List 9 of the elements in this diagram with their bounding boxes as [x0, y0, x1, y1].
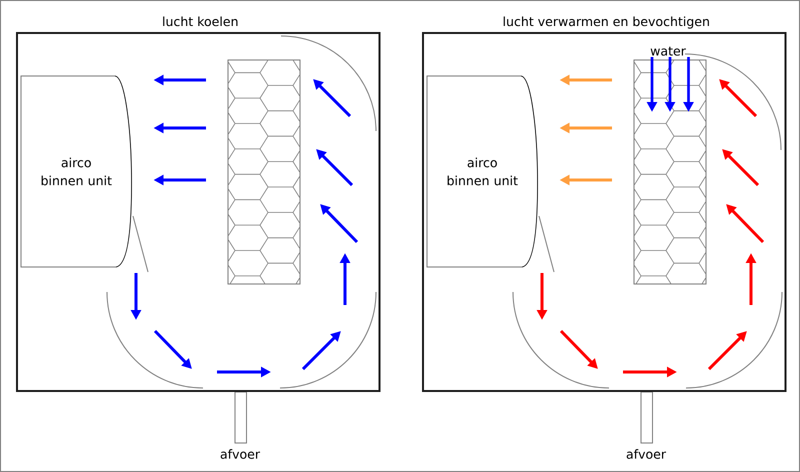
indoor-unit: airco binnen unit — [20, 76, 132, 268]
part-label: afvoer — [626, 449, 666, 459]
indoor-unit: airco binnen unit — [426, 76, 538, 268]
part-label: afvoer — [220, 449, 260, 459]
water-label: water — [650, 46, 686, 56]
honeycomb-pad — [634, 60, 706, 284]
panel-title: lucht koelen — [163, 16, 238, 26]
honeycomb-pad — [228, 60, 300, 284]
panel-title: lucht verwarmen en bevochtigen — [504, 16, 709, 29]
